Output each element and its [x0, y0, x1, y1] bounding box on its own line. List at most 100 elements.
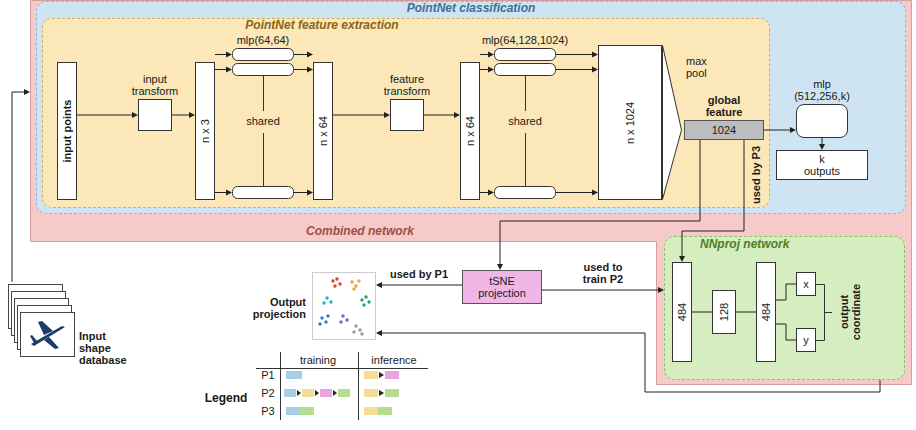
connector-line [294, 54, 307, 55]
table-rule [256, 368, 428, 369]
legend-bars [284, 371, 399, 415]
connector-line [764, 130, 790, 131]
combined-region-fill [31, 1, 912, 385]
row-label: P1 [261, 369, 274, 381]
legend-bar [385, 389, 399, 397]
legend-bar [286, 407, 300, 415]
edge-label-holder: used by P3 [750, 146, 762, 204]
mlp-unit [495, 64, 556, 76]
arrowhead [376, 330, 382, 336]
scatter-dot [341, 314, 344, 317]
arrowhead [376, 282, 382, 288]
transform-box-outline [138, 99, 172, 131]
shape-database: Input shape database [5, 282, 75, 374]
tensor-label-holder: n x 3 [199, 119, 211, 143]
table-header: training [300, 354, 336, 366]
scatter-dot [318, 322, 321, 325]
mlp-label-holder: mlp (512,256,k) [787, 78, 857, 102]
database-label: Input shape database [79, 330, 135, 366]
maxpool-label-holder: max pool [686, 55, 726, 79]
layer-size: 484 [760, 303, 772, 321]
coordinate-box: x [796, 272, 816, 296]
scatter-dot [320, 316, 323, 319]
combined-region: Combined networkPointNet classificationP… [30, 0, 912, 385]
global-feature-box: global feature1024 [684, 120, 764, 140]
connector-line [556, 192, 592, 193]
table-header: inference [371, 354, 416, 366]
region-title-holder: PointNet feature extraction [192, 19, 452, 31]
mlp-label: mlp (512,256,k) [787, 78, 857, 102]
scatter-dot [335, 277, 338, 280]
transform-label: feature transform [370, 73, 444, 97]
scatter-dot [324, 320, 327, 323]
shared-link [263, 133, 264, 186]
airplane-wing [44, 337, 59, 349]
scatter-dot [364, 295, 367, 298]
legend-arrow [315, 390, 319, 396]
table-header-holder: inference [371, 354, 416, 366]
mlp-unit [233, 49, 294, 61]
connector [376, 282, 462, 288]
scatter-dot [360, 332, 363, 335]
region-title: Combined network [280, 225, 440, 237]
tensor-box: input points [57, 62, 77, 200]
mlp-box: mlp (512,256,k) [796, 104, 848, 138]
scatter-dot [338, 282, 341, 285]
connector-line [822, 138, 823, 144]
legend-arrow [379, 372, 384, 378]
scatter-dot [357, 279, 360, 282]
layer-size-holder: 128 [718, 303, 730, 321]
maxpool-triangle-fill [663, 46, 682, 200]
connector-line [294, 69, 307, 70]
global-feature-label: global feature [693, 94, 755, 118]
maxpool-label: max pool [686, 55, 726, 79]
legend-bar [338, 389, 350, 397]
connector [736, 312, 756, 313]
coordinate-label-holder: y [796, 328, 816, 352]
legend-bar [364, 371, 378, 379]
scatter-dot [354, 324, 357, 327]
scatter-dot [352, 287, 355, 290]
region-title-holder: Combined network [280, 225, 440, 237]
tensor-label: n x 64 [464, 116, 476, 146]
connector-line [556, 69, 592, 70]
bracket-line [816, 284, 825, 285]
row-label-holder: P2 [261, 387, 274, 399]
row-label-holder: P1 [261, 369, 274, 381]
scatter-dot [322, 301, 325, 304]
scatter-dot [333, 284, 336, 287]
airplane-icon [30, 321, 65, 349]
transform-label-holder: input transform [122, 73, 188, 97]
tensor-box: n x 64 [313, 62, 333, 200]
airplane-wing [38, 321, 53, 335]
region-title: PointNet feature extraction [192, 19, 452, 31]
legend-arrow [297, 390, 301, 396]
tensor-box: n x 3 [195, 62, 215, 200]
tensor-label: n x 64 [317, 116, 329, 146]
connector-line [215, 192, 226, 193]
transform-label-holder: feature transform [370, 73, 444, 97]
tensor-box: n x 64 [460, 62, 480, 200]
legend-bar [320, 389, 332, 397]
coordinate-label-holder: x [796, 272, 816, 296]
layer-size: 128 [718, 303, 730, 321]
scatter-dot [358, 328, 361, 331]
shared-link [525, 133, 526, 186]
table-rule [280, 352, 281, 420]
connector-line [333, 115, 384, 116]
table-header-holder: training [300, 354, 336, 366]
layer-size-holder: 484 [676, 303, 688, 321]
connector-line [77, 115, 132, 116]
connector [692, 312, 712, 313]
coordinate-label: y [803, 334, 809, 346]
tsne-label: tSNE projection [466, 275, 538, 299]
tensor-label-holder: input points [61, 100, 73, 163]
transform-label: input transform [122, 73, 188, 97]
maxpool-triangle: max pool [662, 45, 682, 200]
tsne-label-holder: tSNE projection [462, 270, 542, 304]
projection-label-holder: Output projection [238, 296, 306, 320]
transform-box-outline [390, 99, 424, 131]
legend-bar [302, 389, 314, 397]
tensor-label-holder: n x 1024 [624, 101, 636, 143]
